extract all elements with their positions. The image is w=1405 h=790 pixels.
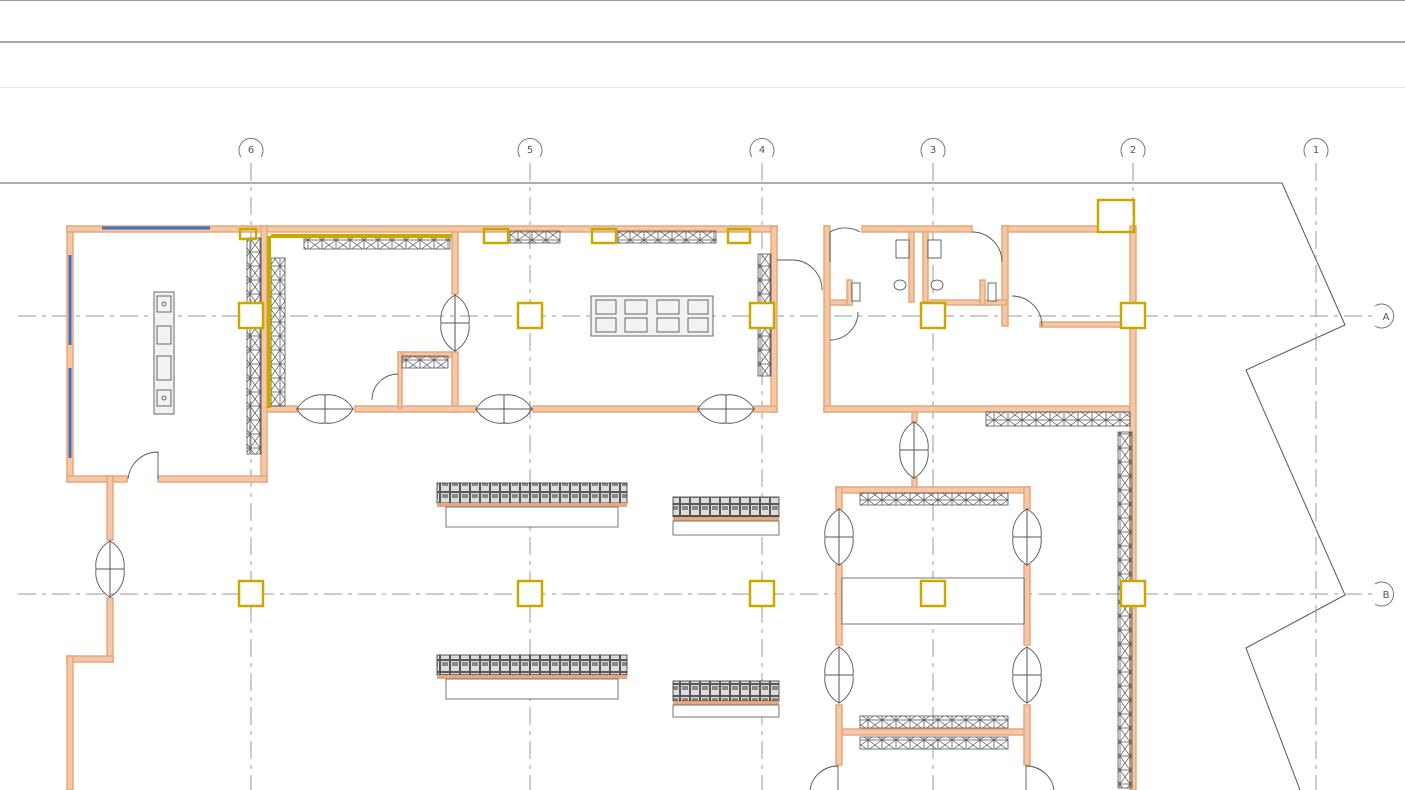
column-5-A [516,301,544,330]
windows [68,226,210,458]
walls [66,225,1137,790]
grid-bubble-B [1374,581,1395,607]
column-6-A [237,301,265,330]
column-3-A [919,301,947,330]
grid-label: 1 [1313,145,1319,156]
grid-label: 4 [759,145,765,156]
grid-bubble-3 [920,137,946,158]
column-5-B [516,579,544,608]
column-6-B [237,579,265,608]
wall-column-markers [238,198,1136,245]
accent-wall [267,236,271,408]
grid-label: 2 [1130,145,1136,156]
shelving-units [246,230,1133,789]
grid-bubbles: 6 5 4 3 2 1A B [238,137,1395,607]
grid-bubble-5 [517,137,543,158]
doors [95,227,1055,790]
grid-label: 6 [248,145,254,156]
building-outline [0,182,1346,790]
column-2-A [1119,301,1147,330]
ribbon-divider [0,87,1405,88]
column-4-A [748,301,776,330]
toolbar-divider [0,41,1405,43]
accent-wall-top [271,234,452,238]
grid-bubble-A [1374,303,1395,329]
grid-label: B [1383,590,1390,601]
grid-label: 3 [930,145,936,156]
structural-columns [237,301,1147,608]
grid-label: A [1383,312,1390,323]
column-2-B [1119,579,1147,608]
top-border-line [0,0,1405,1]
workstations [436,482,1025,718]
toilet-fixtures [851,239,997,302]
grid-bubble-1 [1303,137,1329,158]
column-3-B [919,579,947,608]
grid-bubble-4 [749,137,775,158]
grid-bubble-6 [238,137,264,158]
column-4-B [748,579,776,608]
grid-bubble-2 [1120,137,1146,158]
equipment [153,291,714,415]
grid-label: 5 [527,145,533,156]
